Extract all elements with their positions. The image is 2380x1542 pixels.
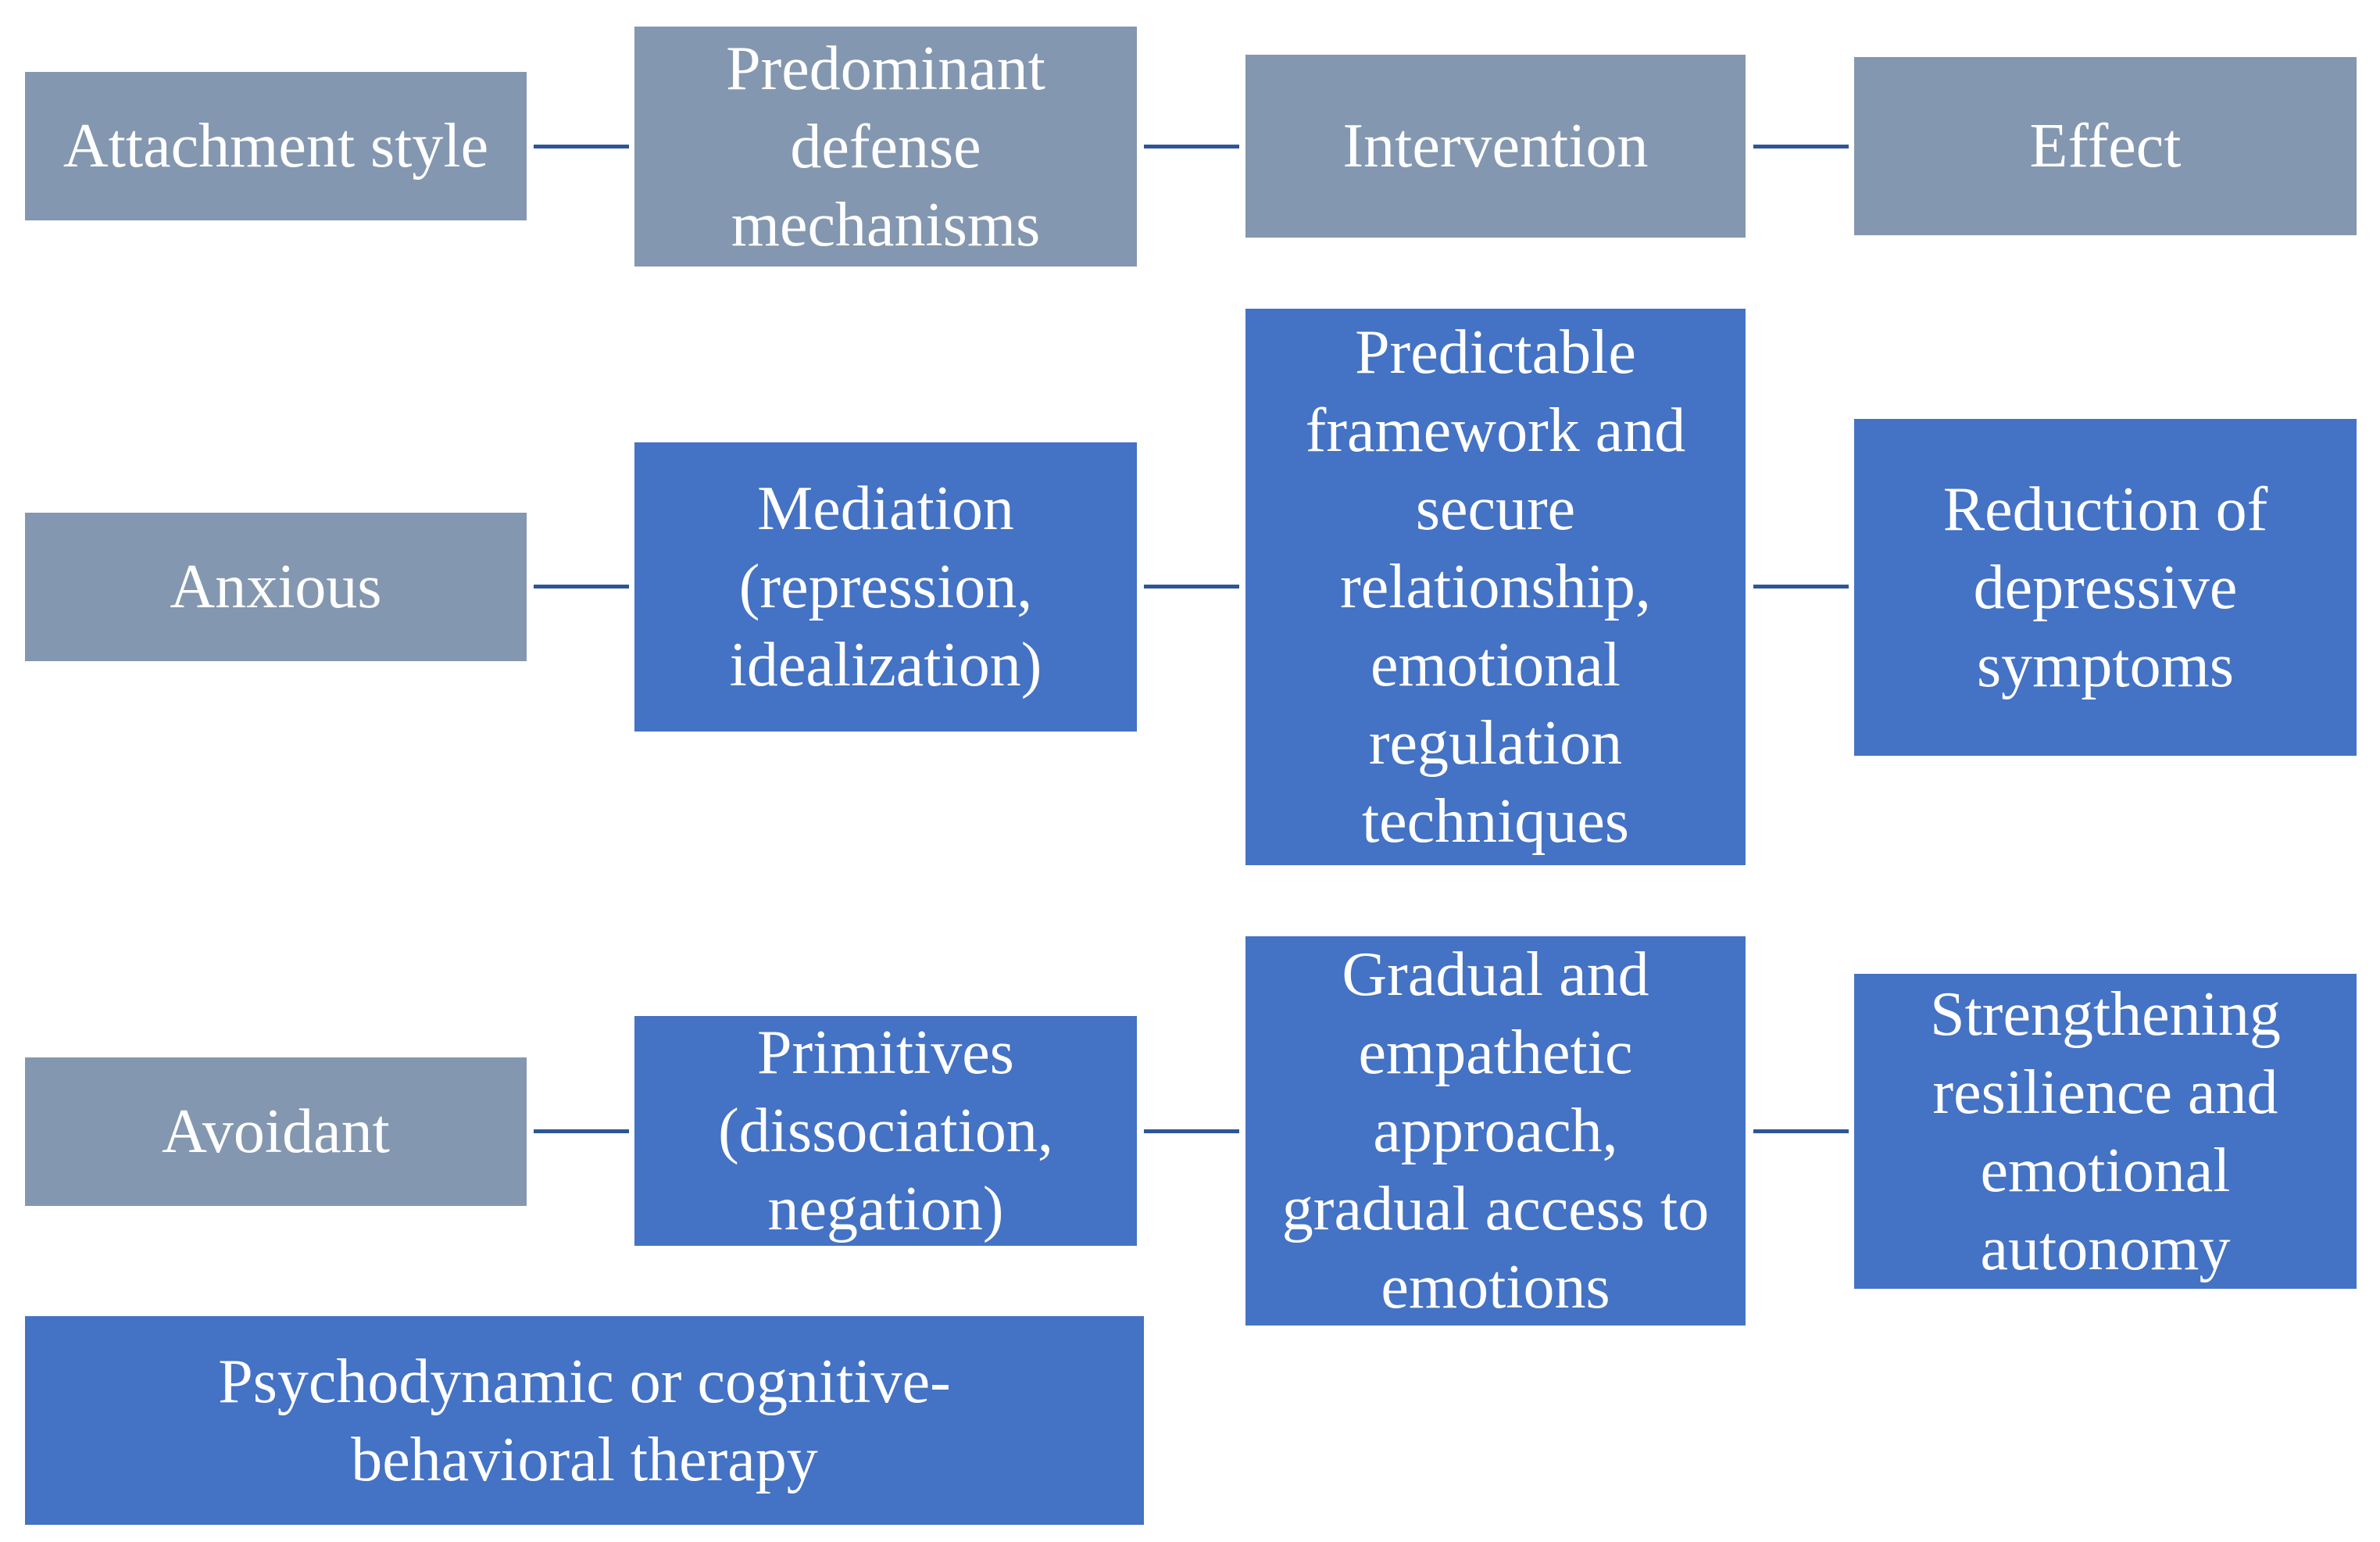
header-intervention: Intervention xyxy=(1245,55,1746,238)
therapy-box: Psychodynamic or cognitive- behavioral t… xyxy=(25,1316,1144,1525)
connector-avoidant-3 xyxy=(1753,1129,1849,1133)
connector-header-3 xyxy=(1753,145,1849,148)
header-defense-mechanisms: Predominant defense mechanisms xyxy=(634,27,1137,267)
connector-anxious-3 xyxy=(1753,585,1849,589)
connector-anxious-2 xyxy=(1144,585,1239,589)
defense-avoidant: Primitives (dissociation, negation) xyxy=(634,1016,1137,1246)
effect-avoidant: Strengthening resilience and emotional a… xyxy=(1854,974,2357,1289)
effect-anxious: Reduction of depressive symptoms xyxy=(1854,419,2357,756)
style-anxious: Anxious xyxy=(25,513,527,661)
connector-header-2 xyxy=(1144,145,1239,148)
style-avoidant: Avoidant xyxy=(25,1057,527,1206)
header-effect: Effect xyxy=(1854,57,2357,235)
connector-avoidant-2 xyxy=(1144,1129,1239,1133)
intervention-anxious: Predictable framework and secure relatio… xyxy=(1245,309,1746,865)
defense-anxious: Mediation (repression, idealization) xyxy=(634,442,1137,732)
intervention-avoidant: Gradual and empathetic approach, gradual… xyxy=(1245,936,1746,1326)
connector-anxious-1 xyxy=(534,585,629,589)
connector-avoidant-1 xyxy=(534,1129,629,1133)
header-attachment-style: Attachment style xyxy=(25,72,527,220)
connector-header-1 xyxy=(534,145,629,148)
